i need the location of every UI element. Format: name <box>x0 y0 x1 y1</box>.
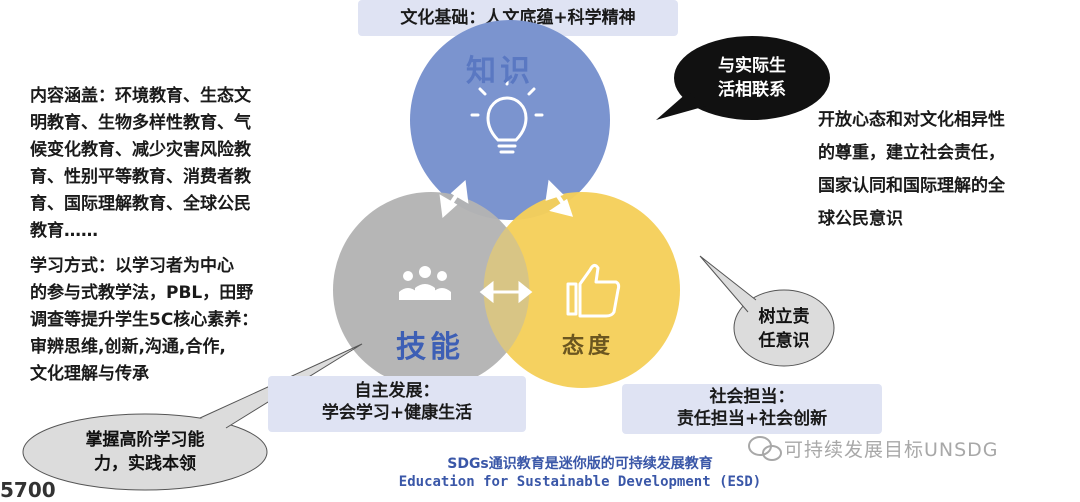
method-line-4: 审辨思维,创新,沟通,合作, <box>30 337 226 357</box>
method-line-3: 调查等提升学生5C核心素养： <box>30 310 259 330</box>
skills-line-2: 力，实践本领 <box>94 454 196 474</box>
responsibility-bubble-shape <box>699 255 835 367</box>
life-bubble-shape <box>656 36 830 120</box>
overlap-region <box>483 227 530 353</box>
self-development-box: 自主发展： 学会学习+健康生活 <box>268 376 526 432</box>
knowledge-circle <box>410 20 610 220</box>
thumbs-up-icon <box>566 263 621 318</box>
knowledge-label: 知识 <box>466 54 534 89</box>
attitude-line-3: 国家认同和国际理解的全 <box>818 176 1005 196</box>
culture-foundation-text: 文化基础：人文底蕴+科学精神 <box>400 8 636 28</box>
attitude-circle <box>484 192 680 388</box>
knowledge-attitude-arrow <box>545 179 574 217</box>
attitude-line-1: 开放心态和对文化相异性 <box>818 110 1005 130</box>
responsibility-line-2: 任意识 <box>758 331 810 351</box>
learning-method-text: 学习方式：以学习者为中心 的参与式教学法，PBL，田野 调查等提升学生5C核心素… <box>30 253 330 388</box>
attitude-line-2: 的尊重，建立社会责任， <box>818 143 1005 163</box>
content-line-6: 教育…… <box>30 221 98 241</box>
skills-line-1: 掌握高阶学习能 <box>85 430 205 450</box>
knowledge-skill-arrow <box>439 179 469 219</box>
content-line-5: 育、国际理解教育、全球公民 <box>30 194 251 214</box>
life-line-2: 活相联系 <box>718 80 786 100</box>
skills-bubble-text: 掌握高阶学习能 力，实践本领 <box>45 428 245 476</box>
caption-chinese: SDGs通识教育是迷你版的可持续发展教育 <box>447 456 713 472</box>
lightbulb-icon <box>470 76 544 154</box>
skill-label: 技能 <box>396 330 464 365</box>
content-line-3: 候变化教育、减少灾害风险教 <box>30 140 251 160</box>
responsibility-line-1: 树立责 <box>758 307 810 327</box>
team-icon <box>399 266 451 300</box>
content-line-1: 内容涵盖：环境教育、生态文 <box>30 86 251 106</box>
life-line-1: 与实际生 <box>718 56 786 76</box>
method-line-5: 文化理解与传承 <box>30 364 149 384</box>
social-responsibility-detail: 责任担当+社会创新 <box>676 409 828 429</box>
watermark-text: 可持续发展目标UNSDG <box>784 439 999 461</box>
double-arrow-icon <box>479 280 533 304</box>
caption-english: Education for Sustainable Development (E… <box>398 474 762 490</box>
self-development-title: 自主发展： <box>354 381 440 401</box>
corner-fragment: 5700 <box>0 478 56 502</box>
content-line-4: 育、性别平等教育、消费者教 <box>30 167 251 187</box>
content-line-2: 明教育、生物多样性教育、气 <box>30 113 251 133</box>
content-scope-text: 内容涵盖：环境教育、生态文 明教育、生物多样性教育、气 候变化教育、减少灾害风险… <box>30 83 330 245</box>
life-bubble-text: 与实际生 活相联系 <box>686 54 818 102</box>
social-responsibility-title: 社会担当： <box>709 387 795 407</box>
attitude-label: 态度 <box>562 334 615 359</box>
self-development-detail: 学会学习+健康生活 <box>321 403 473 423</box>
wechat-icon <box>748 436 782 461</box>
responsibility-bubble-text: 树立责 任意识 <box>744 305 824 353</box>
method-line-2: 的参与式教学法，PBL，田野 <box>30 283 254 303</box>
attitude-description-text: 开放心态和对文化相异性 的尊重，建立社会责任， 国家认同和国际理解的全 球公民意… <box>818 104 1068 236</box>
social-responsibility-box: 社会担当： 责任担当+社会创新 <box>622 384 882 434</box>
method-line-1: 学习方式：以学习者为中心 <box>30 256 234 276</box>
attitude-line-4: 球公民意识 <box>818 209 903 229</box>
